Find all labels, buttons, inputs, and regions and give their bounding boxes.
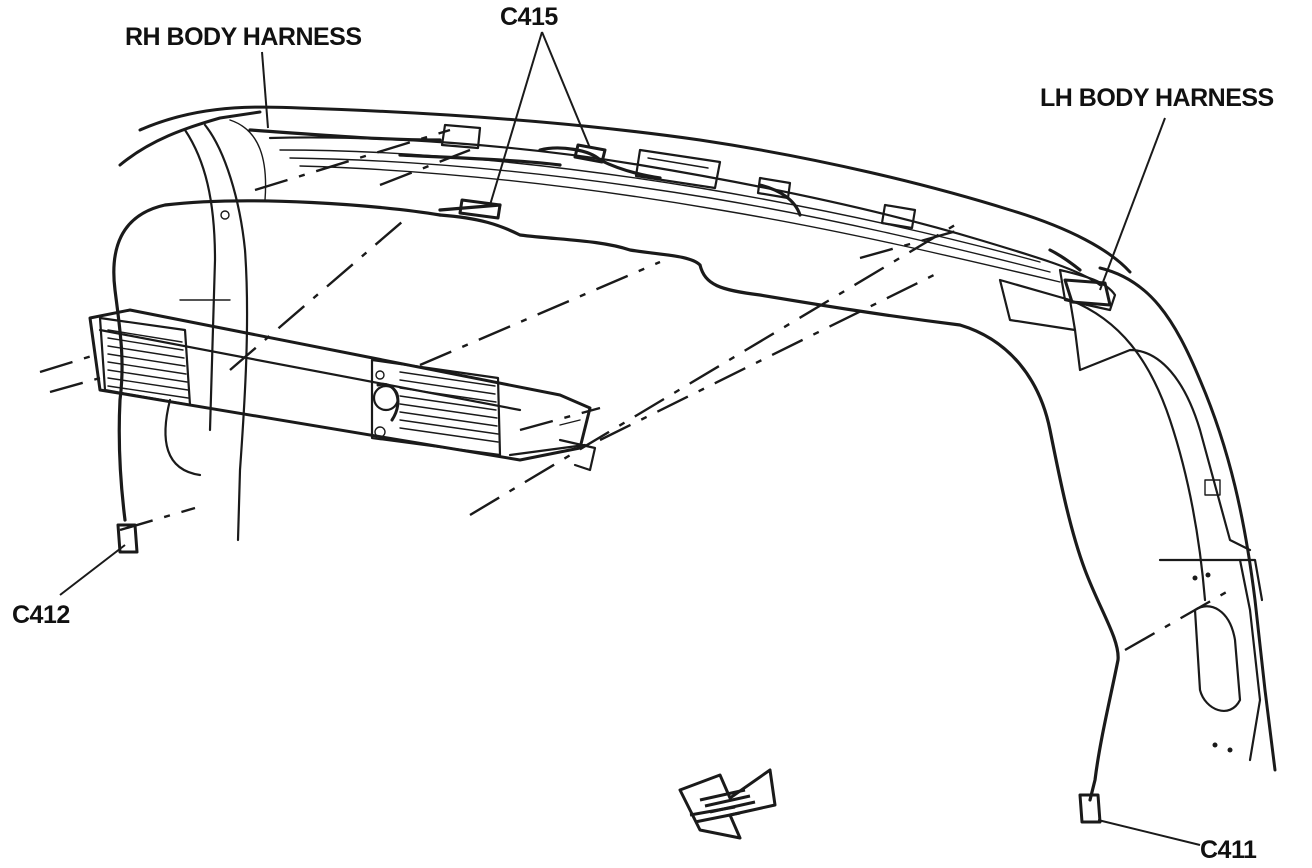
rh-body-harness-label: RH BODY HARNESS xyxy=(125,23,362,51)
assembly-dash-lines xyxy=(39,128,1231,652)
connectors xyxy=(116,143,1112,824)
rh-body-side xyxy=(118,110,267,542)
body-harness-wiring xyxy=(112,128,1120,802)
c411-connector xyxy=(1078,793,1102,824)
lh-harness-connector xyxy=(1063,278,1112,307)
lh-body-harness-label: LH BODY HARNESS xyxy=(1040,84,1274,112)
lh-body-side xyxy=(998,266,1277,772)
leader-lines xyxy=(59,31,1201,846)
c412-connector xyxy=(116,523,139,554)
c415-connector-b xyxy=(573,143,607,164)
c415-label: C415 xyxy=(500,3,558,31)
c411-label: C411 xyxy=(1200,836,1257,864)
front-direction-arrow-icon xyxy=(678,768,777,840)
rear-header-trim-panel xyxy=(88,308,597,472)
c415-connector-a xyxy=(458,198,502,220)
c412-label: C412 xyxy=(12,601,70,629)
